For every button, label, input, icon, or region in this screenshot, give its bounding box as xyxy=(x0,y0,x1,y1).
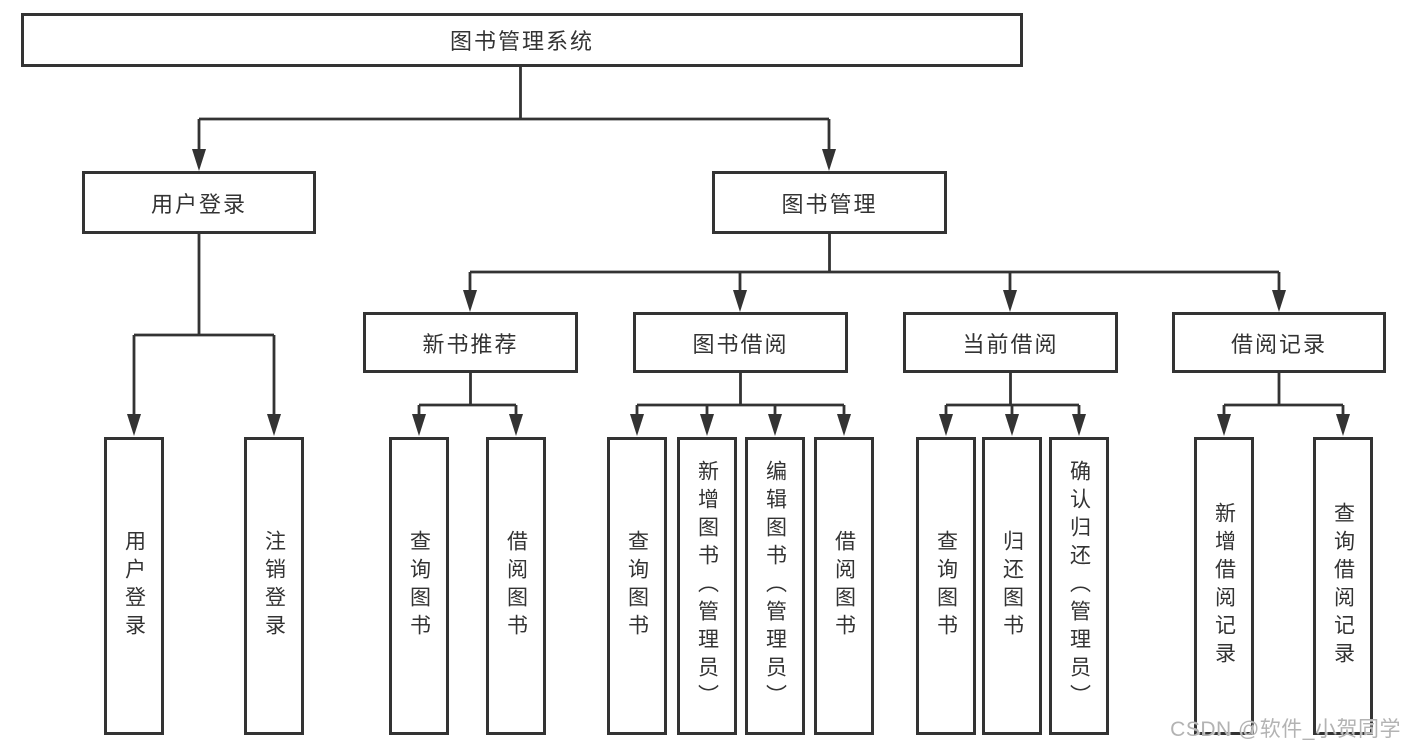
leaf-query-book-1: 查询图书 xyxy=(389,437,449,735)
leaf-query-book-2: 查询图书 xyxy=(607,437,667,735)
leaf-add-book-admin: 新增图书（管理员） xyxy=(677,437,737,735)
leaf-borrow-book-1: 借阅图书 xyxy=(486,437,546,735)
leaf-borrow-book-2: 借阅图书 xyxy=(814,437,874,735)
csdn-watermark: CSDN @软件_小贺同学 xyxy=(1170,718,1401,741)
node-borrow-record: 借阅记录 xyxy=(1172,312,1386,373)
leaf-query-book-3: 查询图书 xyxy=(916,437,976,735)
leaf-query-borrow-record: 查询借阅记录 xyxy=(1313,437,1373,735)
leaf-logout: 注销登录 xyxy=(244,437,304,735)
leaf-edit-book-admin: 编辑图书（管理员） xyxy=(745,437,805,735)
node-user-login: 用户登录 xyxy=(82,171,316,234)
node-book-management: 图书管理 xyxy=(712,171,947,234)
leaf-add-borrow-record: 新增借阅记录 xyxy=(1194,437,1254,735)
node-new-book-recommend: 新书推荐 xyxy=(363,312,578,373)
node-current-borrow: 当前借阅 xyxy=(903,312,1118,373)
leaf-confirm-return-admin: 确认归还（管理员） xyxy=(1049,437,1109,735)
leaf-return-book: 归还图书 xyxy=(982,437,1042,735)
node-book-borrow: 图书借阅 xyxy=(633,312,848,373)
node-root: 图书管理系统 xyxy=(21,13,1023,67)
leaf-user-login: 用户登录 xyxy=(104,437,164,735)
